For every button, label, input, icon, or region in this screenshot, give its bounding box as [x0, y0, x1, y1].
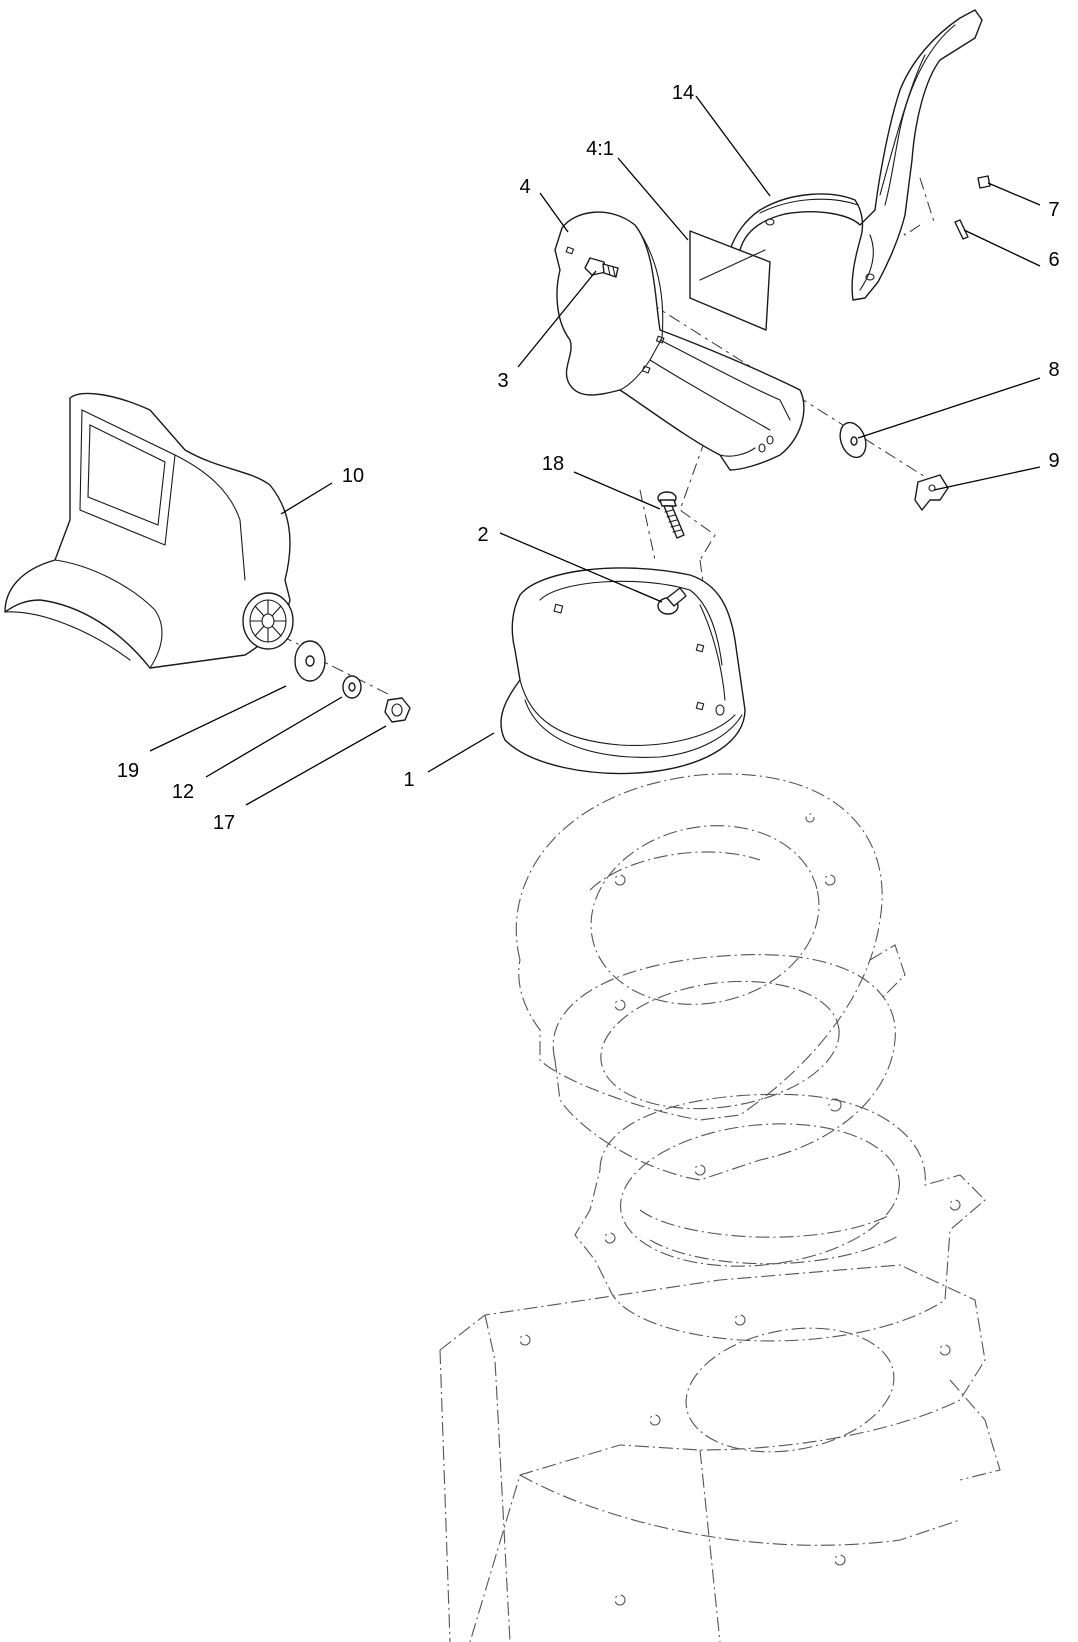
leader-12 — [205, 696, 343, 778]
callout-2: 2 — [477, 524, 488, 546]
leader-7 — [987, 182, 1041, 206]
phantom-housing-assembly — [439, 773, 1001, 1642]
leader-2 — [499, 532, 663, 603]
phantom-ring-gear — [552, 944, 906, 1181]
leader-14 — [695, 95, 771, 197]
washer-part-8 — [839, 421, 867, 459]
chute-handle-part-14 — [729, 9, 983, 301]
leader-10 — [280, 482, 333, 515]
leader-18 — [573, 471, 661, 510]
callout-labels: 1 2 3 4 4:1 6 7 8 9 10 12 14 17 18 19 — [117, 82, 1060, 834]
callout-18: 18 — [542, 453, 564, 475]
leader-6 — [963, 229, 1041, 267]
washer-part-19 — [294, 640, 326, 682]
decal-part-4-1 — [689, 230, 771, 331]
clip-nut-part-9 — [914, 474, 949, 511]
chute-base-part-1 — [500, 567, 746, 775]
leader-3 — [517, 270, 597, 368]
chute-deflector-part-4 — [554, 211, 805, 471]
leader-1 — [427, 732, 495, 773]
leader-4-1 — [617, 157, 689, 241]
callout-14: 14 — [672, 82, 694, 104]
leader-9 — [933, 466, 1041, 491]
bolt-part-2 — [657, 587, 687, 615]
callout-19: 19 — [117, 760, 139, 782]
screw-part-18 — [657, 491, 685, 539]
callout-3: 3 — [497, 370, 508, 392]
callout-17: 17 — [213, 812, 235, 834]
leader-19 — [149, 685, 287, 752]
spring-part-6 — [954, 219, 969, 240]
leader-17 — [245, 725, 387, 806]
callout-1: 1 — [403, 769, 414, 791]
leader-4 — [539, 192, 569, 233]
callout-12: 12 — [172, 781, 194, 803]
pin-part-7 — [977, 175, 991, 189]
callout-4: 4 — [519, 176, 530, 198]
callout-4-1: 4:1 — [586, 138, 614, 160]
leader-8 — [857, 377, 1041, 439]
washer-part-12 — [342, 675, 362, 699]
bolt-part-3 — [584, 257, 619, 278]
phantom-bearing-ring — [515, 773, 883, 1121]
leader-lines — [149, 95, 1041, 806]
phantom-gear-housing — [574, 1093, 986, 1342]
callout-9: 9 — [1048, 450, 1059, 472]
callout-6: 6 — [1048, 249, 1059, 271]
callout-8: 8 — [1048, 359, 1059, 381]
callout-10: 10 — [342, 465, 364, 487]
phantom-auger-housing — [439, 1264, 1001, 1642]
chute-top-part-10 — [4, 392, 294, 669]
callout-7: 7 — [1048, 199, 1059, 221]
nut-part-17 — [384, 697, 411, 723]
